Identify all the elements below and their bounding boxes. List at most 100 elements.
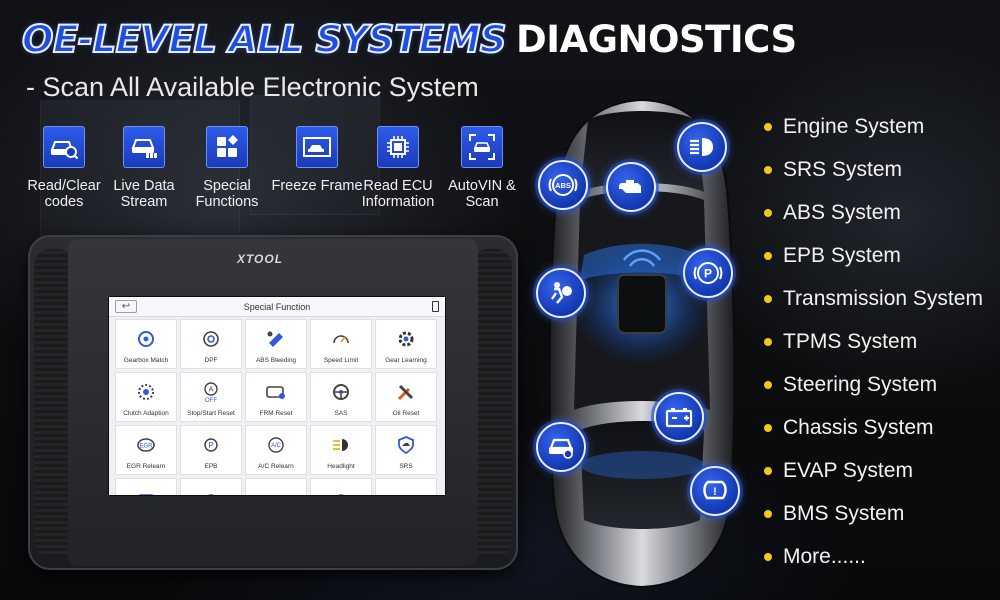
tile-label: DPF xyxy=(204,357,218,364)
speedometer-icon xyxy=(331,320,351,357)
headlight-icon xyxy=(677,122,727,172)
feature-label: AutoVIN & Scan xyxy=(448,178,516,210)
system-item: Transmission System xyxy=(764,277,983,320)
bullet-dot xyxy=(764,381,772,390)
system-label: TPMS System xyxy=(783,330,918,354)
system-item: EVAP System xyxy=(764,450,983,493)
ac-icon: A/C xyxy=(266,426,286,463)
system-label: Transmission System xyxy=(783,286,983,310)
system-label: Steering System xyxy=(783,373,938,397)
special-functions-icon xyxy=(206,126,248,168)
partial-icon xyxy=(266,479,286,495)
car-illustration xyxy=(548,98,736,589)
svg-text:A/C: A/C xyxy=(271,443,282,449)
clutch-icon xyxy=(136,373,156,410)
function-tile[interactable]: Speed Limit xyxy=(310,319,372,369)
function-tile[interactable] xyxy=(180,478,242,495)
system-label: BMS System xyxy=(783,502,905,526)
function-tile[interactable]: Headlight xyxy=(310,425,372,475)
frm-icon xyxy=(265,373,287,410)
steering-wheel-icon xyxy=(331,373,351,410)
epb-icon: P xyxy=(683,248,733,298)
headlight-icon xyxy=(330,426,352,463)
tpms-icon: ! xyxy=(690,466,740,516)
bullet-dot xyxy=(764,251,772,260)
system-label: SRS System xyxy=(783,157,903,181)
function-tile[interactable]: P EPB xyxy=(180,425,242,475)
tablet-grip-right xyxy=(472,249,512,557)
bullet-dot xyxy=(764,294,772,303)
car-body-icon xyxy=(536,422,586,472)
tile-label: ABS Bleeding xyxy=(255,357,297,364)
svg-text:OFF: OFF xyxy=(205,398,217,403)
system-label: ABS System xyxy=(783,200,901,224)
partial-icon xyxy=(201,479,221,495)
gear-icon xyxy=(396,320,416,357)
function-tile[interactable]: DPF xyxy=(180,319,242,369)
epb-badge-text: P xyxy=(704,267,712,281)
tablet-brand: XTOOL xyxy=(236,252,284,266)
gearbox-icon xyxy=(136,320,156,357)
tablet-grip-left xyxy=(34,249,74,557)
bullet-dot xyxy=(764,208,772,217)
system-item: SRS System xyxy=(764,148,983,191)
tile-label: SRS xyxy=(399,463,413,470)
tile-label: A/C Relearn xyxy=(258,463,294,470)
system-item: Chassis System xyxy=(764,407,983,450)
systems-list: Engine System SRS System ABS System EPB … xyxy=(764,105,983,579)
subtitle: - Scan All Available Electronic System xyxy=(26,72,479,102)
function-tile[interactable] xyxy=(310,478,372,495)
system-label: EPB System xyxy=(783,243,901,267)
battery-icon xyxy=(654,392,704,442)
tile-label: Gear Learning xyxy=(385,357,427,364)
tile-label: SAS xyxy=(334,410,348,417)
function-tile[interactable]: ABS Bleeding xyxy=(245,319,307,369)
tile-label: EPB xyxy=(204,463,218,470)
live-data-icon xyxy=(123,126,165,168)
function-tile[interactable] xyxy=(245,478,307,495)
feature-label: Read/Clear codes xyxy=(27,178,101,210)
function-tile[interactable]: Gearbox Match xyxy=(115,319,177,369)
function-tile[interactable]: FRM Reset xyxy=(245,372,307,422)
svg-text:P: P xyxy=(208,441,213,450)
function-tile[interactable]: A/C A/C Relearn xyxy=(245,425,307,475)
function-tile[interactable]: Gear Learning xyxy=(375,319,437,369)
system-item: EPB System xyxy=(764,234,983,277)
srs-icon xyxy=(396,426,416,463)
feature-special-functions: Special Functions xyxy=(181,126,273,210)
egr-icon: EGR xyxy=(135,426,157,463)
feature-label: Special Functions xyxy=(195,178,259,210)
background-window xyxy=(40,100,240,250)
function-tile[interactable] xyxy=(375,478,437,495)
bullet-dot xyxy=(764,553,772,562)
partial-icon xyxy=(396,479,416,495)
feature-live-data-stream: Live Data Stream xyxy=(98,126,190,210)
feature-label: Live Data Stream xyxy=(113,178,175,210)
tile-label: EGR Relearn xyxy=(126,463,166,470)
back-button[interactable]: ↩ xyxy=(115,300,137,313)
function-tile[interactable]: Clutch Adaption xyxy=(115,372,177,422)
partial-icon xyxy=(331,479,351,495)
system-item: Engine System xyxy=(764,105,983,148)
function-tile[interactable] xyxy=(115,478,177,495)
abs-bleeding-icon xyxy=(265,320,287,357)
system-item: Steering System xyxy=(764,364,983,407)
function-tile[interactable]: Oil Reset xyxy=(375,372,437,422)
feature-read-ecu-information: Read ECU Information xyxy=(352,126,444,210)
bullet-dot xyxy=(764,338,772,347)
car-search-icon xyxy=(43,126,85,168)
abs-icon: ABS xyxy=(538,160,588,210)
feature-autovin-scan: AutoVIN & Scan xyxy=(436,126,528,210)
bullet-dot xyxy=(764,424,772,433)
engine-icon xyxy=(606,162,656,212)
function-tile[interactable]: SRS xyxy=(375,425,437,475)
function-tile[interactable]: SAS xyxy=(310,372,372,422)
screen-title: Special Function xyxy=(243,301,311,312)
battery-icon xyxy=(432,301,439,312)
tile-label: Speed Limit xyxy=(323,357,359,364)
system-label: More...... xyxy=(783,545,866,569)
